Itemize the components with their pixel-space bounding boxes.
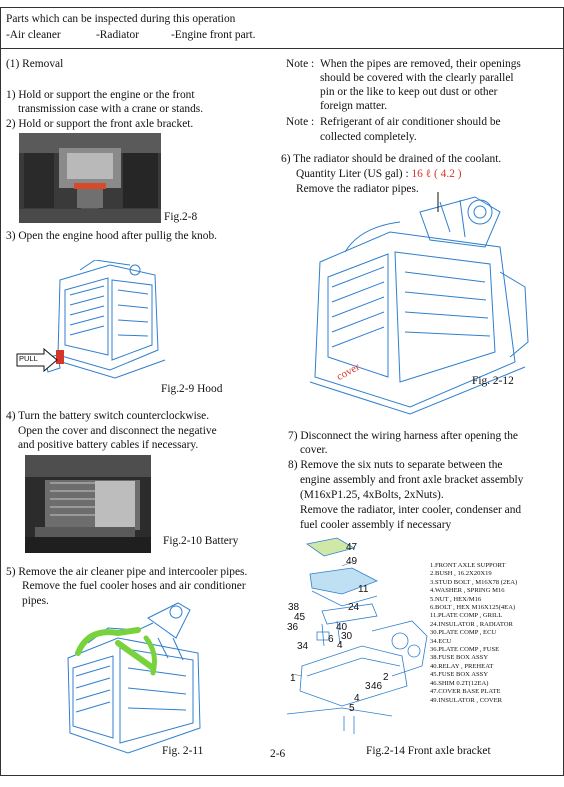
quantity-line: Quantity Liter (US gal) : 16 ℓ ( 4.2 ) bbox=[296, 167, 462, 181]
header-title: Parts which can be inspected during this… bbox=[6, 13, 236, 25]
note2-line2: collected completely. bbox=[320, 131, 417, 143]
note2-label: Note : bbox=[286, 116, 315, 128]
part-item: 6.BOLT , HEX M16X125(4EA) bbox=[430, 604, 516, 612]
step1-line1: 1) Hold or support the engine or the fro… bbox=[6, 89, 195, 101]
note1-line4: foreign matter. bbox=[320, 100, 388, 112]
step8-line2: engine assembly and front axle bracket a… bbox=[300, 474, 524, 486]
callout-4a: 4 bbox=[337, 640, 343, 651]
callout-2: 2 bbox=[383, 672, 389, 683]
header-item-engine-front: -Engine front part. bbox=[171, 29, 256, 41]
callout-38: 38 bbox=[288, 602, 300, 613]
note1-line2: should be covered with the clearly paral… bbox=[320, 72, 514, 84]
note1-line1: When the pipes are removed, their openin… bbox=[320, 58, 521, 70]
step2: 2) Hold or support the front axle bracke… bbox=[6, 118, 194, 130]
top-rule bbox=[0, 7, 564, 8]
callout-5: 5 bbox=[349, 703, 355, 714]
page-number: 2-6 bbox=[270, 748, 286, 760]
header-item-radiator: -Radiator bbox=[96, 29, 140, 41]
parts-legend: 1.FRONT AXLE SUPPORT 2.BUSH , 16.2X20X19… bbox=[430, 562, 517, 705]
part-item: 46.SHIM 0.2T(12EA) bbox=[430, 679, 489, 687]
step4-line1: 4) Turn the battery switch counterclockw… bbox=[6, 410, 210, 422]
callout-34: 34 bbox=[297, 641, 309, 652]
note1-line3: pin or the like to keep out dust or othe… bbox=[320, 86, 498, 98]
part-item: 36.PLATE COMP , FUSE bbox=[430, 646, 500, 654]
part-item: 1.FRONT AXLE SUPPORT bbox=[430, 562, 506, 569]
step6b: Remove the radiator pipes. bbox=[296, 183, 419, 195]
step6: 6) The radiator should be drained of the… bbox=[281, 153, 502, 165]
part-item: 30.PLATE COMP , ECU bbox=[430, 629, 497, 637]
fig-2-10-photo bbox=[25, 455, 151, 553]
fig-2-11-drawing bbox=[58, 598, 208, 760]
quantity-value: 16 ℓ ( 4.2 ) bbox=[411, 168, 462, 180]
quantity-label: Quantity Liter (US gal) : bbox=[296, 168, 412, 180]
callout-1: 1 bbox=[290, 673, 296, 684]
callout-4b: 4 bbox=[354, 693, 360, 704]
callout-30: 30 bbox=[341, 631, 353, 642]
left-border bbox=[0, 7, 1, 776]
step8-line5: fuel cooler assembly if necessary bbox=[300, 519, 452, 531]
header-item-air-cleaner: -Air cleaner bbox=[6, 29, 61, 41]
callout-36: 36 bbox=[287, 622, 299, 633]
part-item: 5.NUT , HEX/M16 bbox=[430, 595, 482, 603]
step4-line2: Open the cover and disconnect the negati… bbox=[18, 425, 217, 437]
part-item: 34.ECU bbox=[430, 637, 452, 645]
fig-2-10-caption: Fig.2-10 Battery bbox=[163, 535, 239, 547]
callout-11: 11 bbox=[358, 584, 369, 595]
callout-45: 45 bbox=[294, 612, 306, 623]
callout-49: 49 bbox=[346, 556, 358, 567]
step8-line1: 8) Remove the six nuts to separate betwe… bbox=[288, 459, 503, 471]
callout-24: 24 bbox=[348, 602, 360, 613]
callout-46: 46 bbox=[371, 681, 383, 692]
pull-label: PULL bbox=[19, 354, 38, 363]
section-title: (1) Removal bbox=[6, 58, 64, 70]
part-item: 49.INSULATOR , COVER bbox=[430, 696, 503, 704]
step7-line1: 7) Disconnect the wiring harness after o… bbox=[288, 430, 518, 442]
fig-2-12-drawing bbox=[300, 192, 540, 422]
bottom-rule bbox=[0, 775, 564, 776]
fig-2-14-caption: Fig.2-14 Front axle bracket bbox=[366, 745, 491, 757]
note2-line1: Refrigerant of air conditioner should be bbox=[320, 116, 501, 128]
part-item: 45.FUSE BOX ASSY bbox=[430, 671, 489, 679]
fig-2-9-drawing bbox=[40, 259, 170, 385]
part-item: 40.RELAY , PREHEAT bbox=[430, 662, 494, 670]
step1-line2: transmission case with a crane or stands… bbox=[18, 103, 204, 115]
part-item: 4.WASHER , SPRING M16 bbox=[430, 587, 505, 595]
fig-2-12-caption: Fig. 2-12 bbox=[472, 375, 514, 387]
fig-2-8-caption: Fig.2-8 bbox=[164, 211, 198, 223]
step8-line4: Remove the radiator, inter cooler, conde… bbox=[300, 504, 522, 516]
fig-2-14-drawing bbox=[282, 536, 430, 741]
part-item: 11.PLATE COMP , GRILL bbox=[430, 612, 503, 620]
part-item: 3.STUD BOLT , M16X78 (2EA) bbox=[430, 578, 518, 586]
fig-2-11-caption: Fig. 2-11 bbox=[162, 745, 204, 757]
part-item: 24.INSULATOR , RADIATOR bbox=[430, 620, 513, 628]
header-rule bbox=[0, 48, 564, 49]
step5-line1: 5) Remove the air cleaner pipe and inter… bbox=[6, 566, 248, 578]
step7-line2: cover. bbox=[300, 444, 328, 456]
part-item: 2.BUSH , 16.2X20X19 bbox=[430, 570, 492, 578]
step4-line3: and positive battery cables if necessary… bbox=[18, 439, 199, 451]
step3: 3) Open the engine hood after pullig the… bbox=[6, 230, 217, 242]
callout-3: 3 bbox=[365, 681, 371, 692]
note1-label: Note : bbox=[286, 58, 315, 70]
pull-arrow bbox=[16, 347, 58, 373]
part-item: 38.FUSE BOX ASSY bbox=[430, 654, 489, 662]
step5-line2: Remove the fuel cooler hoses and air con… bbox=[22, 580, 246, 592]
fig-2-9-caption: Fig.2-9 Hood bbox=[161, 383, 223, 395]
callout-47: 47 bbox=[346, 542, 358, 553]
fig-2-8-photo bbox=[19, 133, 161, 223]
callout-40: 40 bbox=[336, 622, 348, 633]
step5-line3: pipes. bbox=[22, 595, 49, 607]
step8-line3: (M16xP1.25, 4xBolts, 2xNuts). bbox=[300, 489, 444, 501]
part-item: 47.COVER BASE PLATE bbox=[430, 688, 501, 696]
callout-6: 6 bbox=[328, 634, 334, 645]
